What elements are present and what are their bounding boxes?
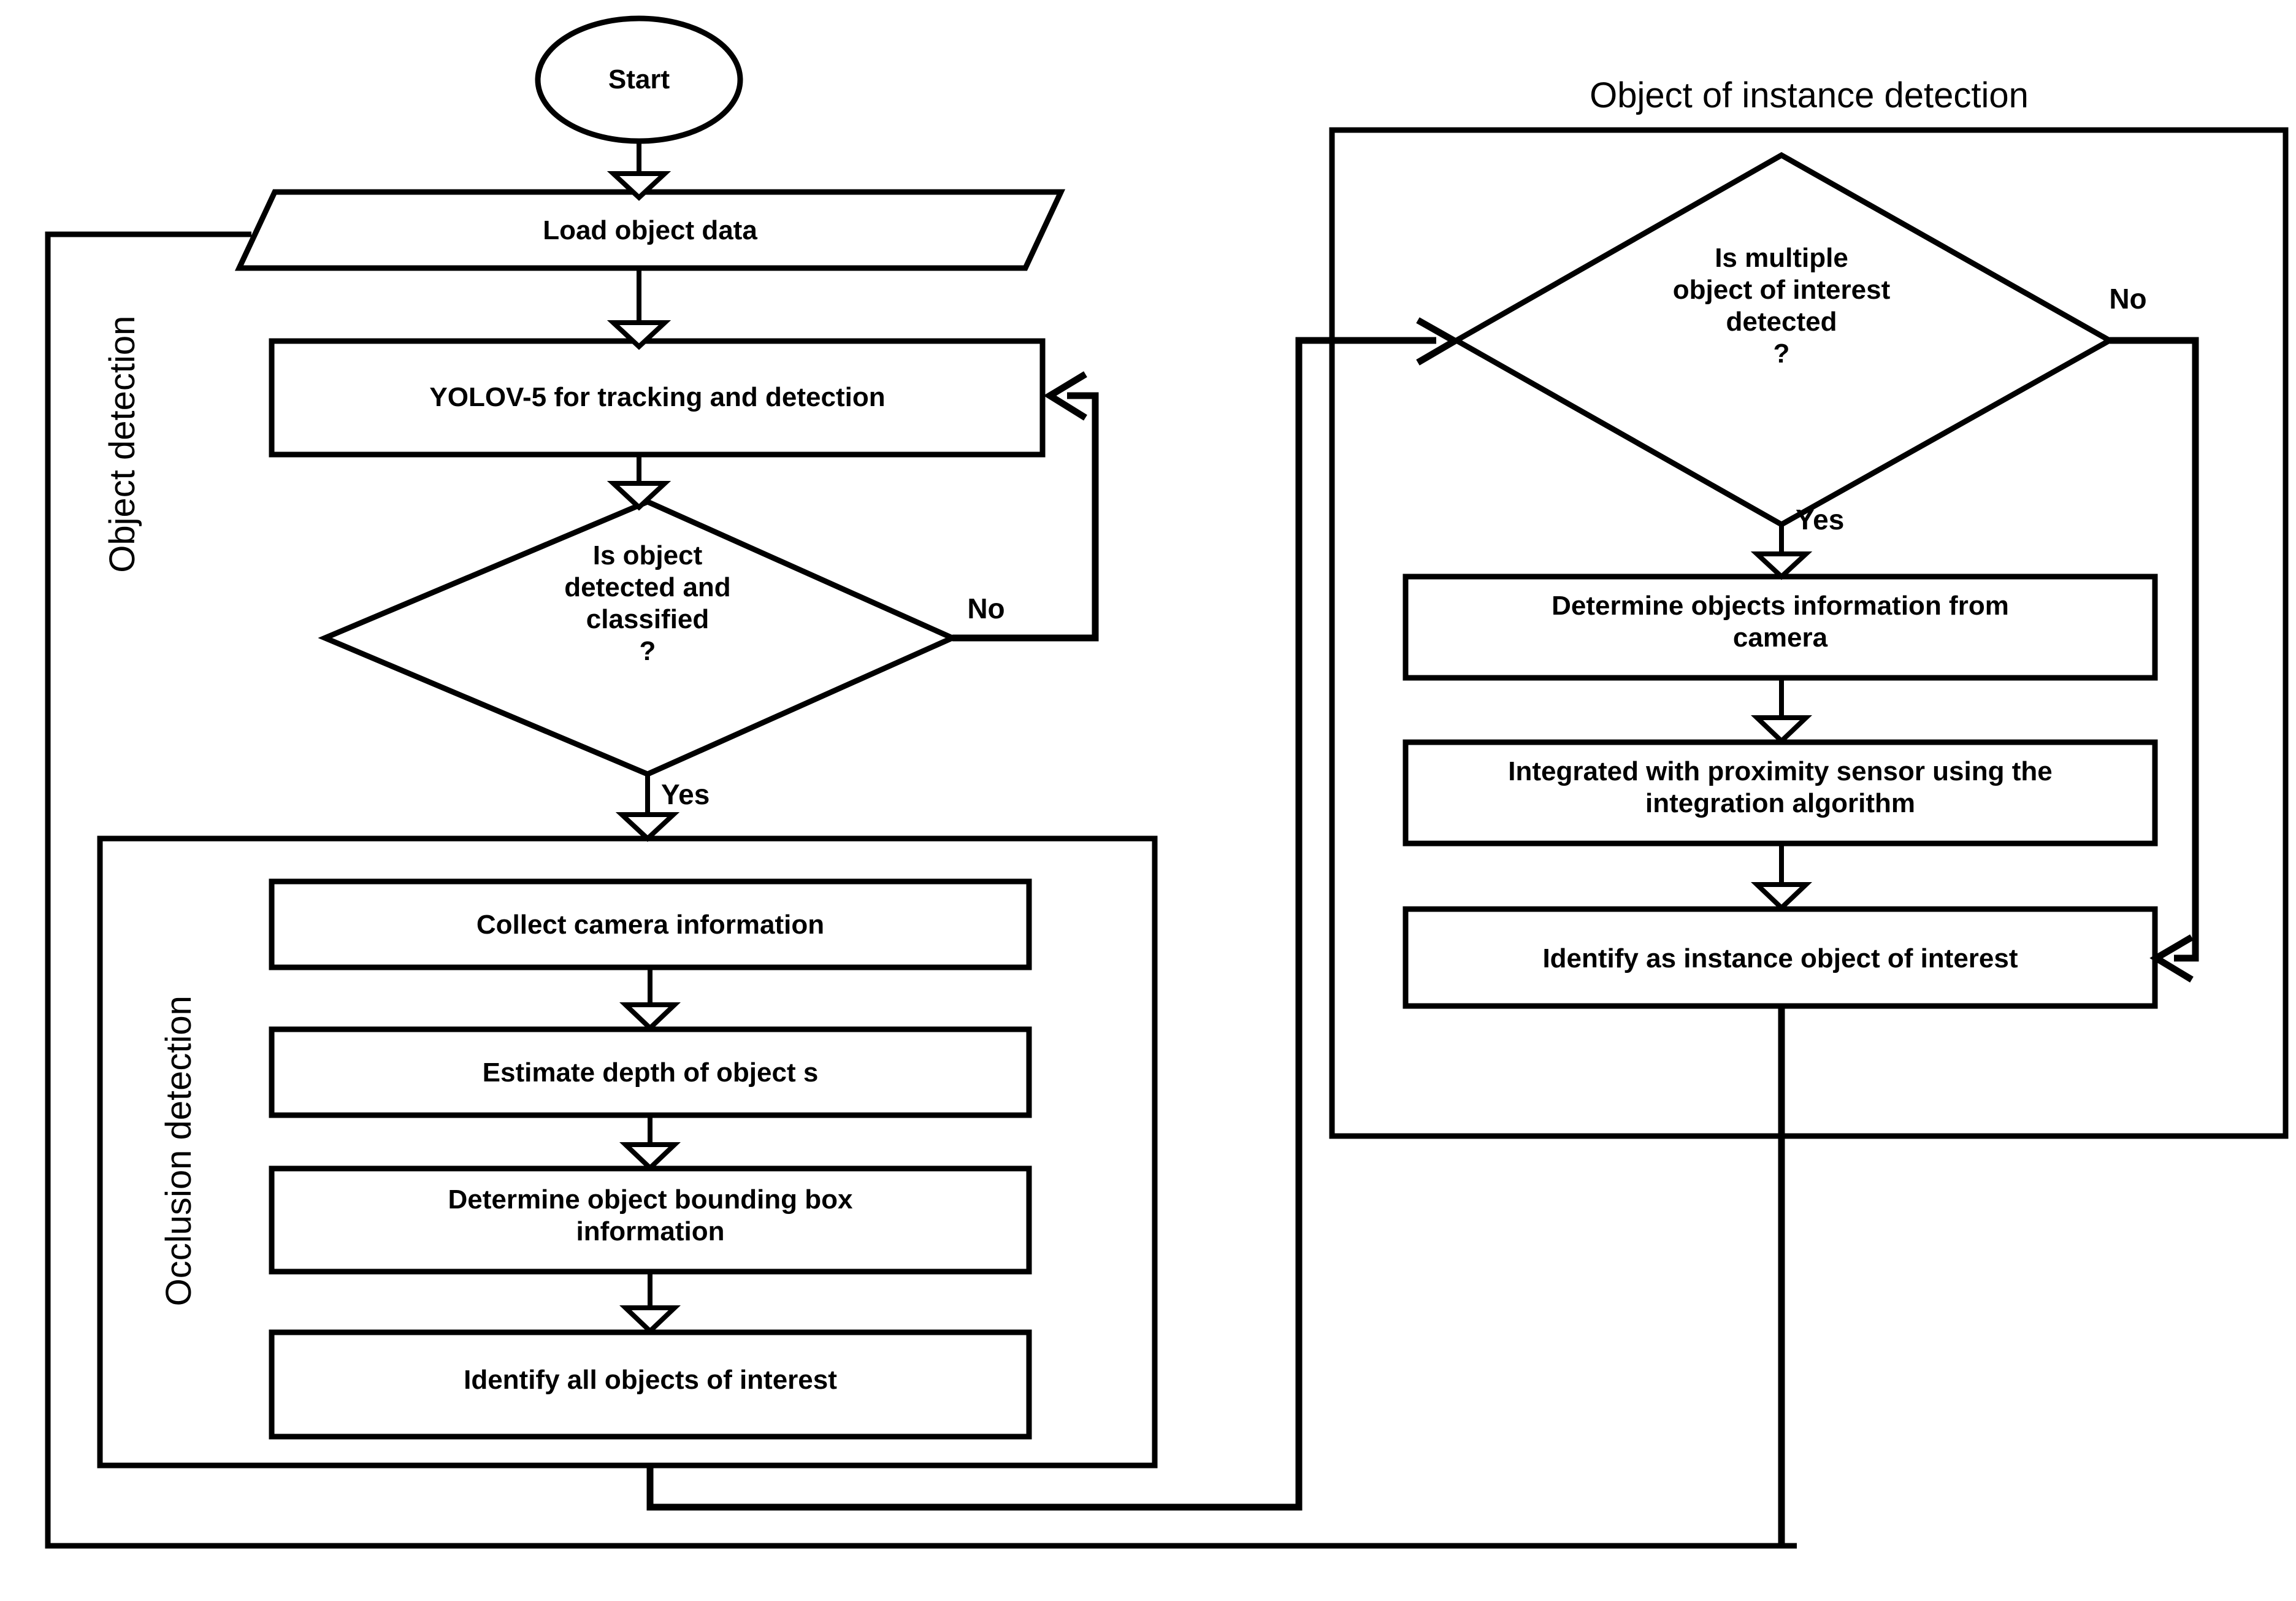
- arrowhead-decision-yes: [615, 812, 680, 842]
- edge-multiple-no: [2110, 337, 2199, 962]
- arrowhead-decision-no-loop: [1043, 371, 1087, 421]
- node-estimate-depth-shape: [269, 1026, 1032, 1118]
- node-determine-bbox-shape: [269, 1165, 1032, 1275]
- arrowhead-collect-to-estimate: [619, 1002, 681, 1032]
- arrowhead-bbox-to-identify: [619, 1305, 681, 1335]
- node-is-object-detected-shape: [318, 499, 960, 777]
- node-determine-objects-information-shape: [1402, 574, 2158, 681]
- arrowhead-occlusion-to-instance: [1416, 317, 1462, 366]
- arrowhead-yolo-to-decision: [607, 481, 672, 511]
- arrowhead-load-to-yolo: [607, 320, 672, 350]
- node-integrated-proximity-shape: [1402, 739, 2158, 847]
- node-start-shape: [535, 15, 743, 144]
- node-identify-all-objects-shape: [269, 1329, 1032, 1440]
- group-object-detection-border: [45, 231, 1797, 1549]
- arrowhead-integrated-to-identify: [1750, 882, 1813, 912]
- node-yolo-shape: [269, 338, 1046, 458]
- arrowhead-determine-to-integrated: [1750, 715, 1813, 745]
- group-occlusion-detection-border: [97, 835, 1158, 1469]
- node-identify-instance-object-shape: [1402, 906, 2158, 1009]
- edge-occlusion-to-instance: [646, 337, 1436, 1511]
- arrowhead-estimate-to-bbox: [619, 1142, 681, 1172]
- node-is-multiple-object-shape: [1450, 152, 2116, 528]
- arrowhead-multiple-no: [2149, 934, 2194, 983]
- edge-decision-no-loop: [952, 392, 1099, 642]
- arrowhead-multiple-yes: [1750, 551, 1813, 580]
- node-load-object-data-shape: [234, 189, 1066, 271]
- node-collect-camera-information-shape: [269, 878, 1032, 970]
- arrowhead-start-to-load: [607, 171, 672, 201]
- group-instance-detection-border: [1329, 127, 2289, 1139]
